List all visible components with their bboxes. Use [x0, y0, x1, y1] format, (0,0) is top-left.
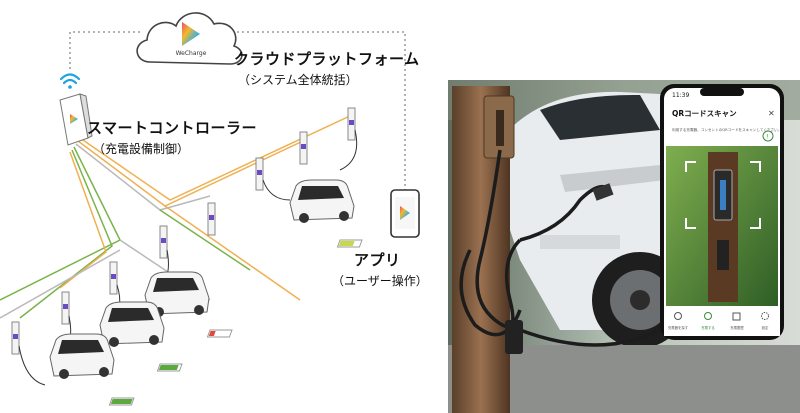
battery-icon — [108, 397, 135, 406]
ev-car — [49, 333, 115, 379]
phone-mockup: 11:39 QRコードスキャン ✕ 利用する充電器、コンセントのQRコードをスキ… — [660, 84, 784, 340]
cloud-platform-label: クラウドプラットフォーム （システム全体統括） — [234, 48, 420, 88]
tab-label: 設定 — [762, 325, 769, 330]
ev-car — [99, 301, 165, 347]
ev-car — [144, 271, 210, 317]
smart-controller-title: スマートコントローラー — [87, 119, 258, 137]
car-plug — [592, 183, 614, 201]
dotted-link-lines — [69, 31, 406, 190]
smart-controller-device — [59, 93, 93, 146]
cloud-logo-text: WeCharge — [176, 50, 207, 57]
charger-post — [347, 107, 356, 141]
charger-posts — [11, 107, 356, 355]
tab-settings[interactable]: 設定 — [761, 312, 769, 331]
cloud-platform-title: クラウドプラットフォーム — [234, 50, 420, 68]
charger-post — [159, 225, 168, 259]
charger-post — [299, 131, 308, 165]
smart-controller-label: スマートコントローラー （充電設備制御） — [87, 117, 257, 157]
cloud-platform-subtitle: （システム全体統括） — [238, 73, 358, 87]
phone-instruction: 利用する充電器、コンセントのQRコードをスキャンしてください。 — [672, 127, 781, 132]
wecharge-logo-icon — [182, 22, 200, 46]
smart-controller-subtitle: （充電設備制御） — [93, 142, 190, 156]
phone-screen-title: QRコードスキャン — [672, 109, 737, 118]
charger-post — [109, 261, 118, 295]
cable-plug — [505, 320, 523, 354]
charger-post — [255, 157, 264, 191]
tab-label: 充電する — [701, 325, 715, 330]
app-title: アプリ — [354, 251, 401, 269]
gear-icon — [761, 312, 769, 320]
charge-icon — [704, 312, 712, 320]
history-icon — [732, 312, 741, 321]
phone-time: 11:39 — [672, 92, 689, 99]
tab-label: 充電器を探す — [668, 325, 689, 330]
tab-history[interactable]: 充電履歴 — [730, 312, 744, 330]
tab-label: 充電履歴 — [730, 325, 744, 330]
battery-icon — [206, 329, 233, 338]
smartphone-icon — [390, 189, 420, 238]
app-subtitle: （ユーザー操作） — [332, 274, 428, 288]
cloud-icon: WeCharge — [136, 12, 243, 65]
charger-post — [61, 291, 70, 325]
svg-text:!: ! — [766, 134, 768, 141]
tab-find-charger[interactable]: 充電器を探す — [668, 312, 689, 331]
charger-post — [207, 202, 216, 236]
map-pin-icon — [674, 312, 682, 320]
help-icon[interactable]: ! — [762, 130, 774, 142]
scan-frame — [685, 161, 761, 229]
ev-car — [289, 179, 355, 223]
battery-icon — [156, 363, 183, 372]
wifi-icon — [59, 73, 81, 89]
app-label: アプリ （ユーザー操作） — [332, 249, 428, 289]
close-icon[interactable]: ✕ — [768, 109, 775, 118]
battery-indicators — [108, 239, 363, 406]
charger-post — [11, 321, 20, 355]
battery-icon — [336, 239, 363, 248]
tab-charge[interactable]: 充電する — [701, 312, 715, 331]
